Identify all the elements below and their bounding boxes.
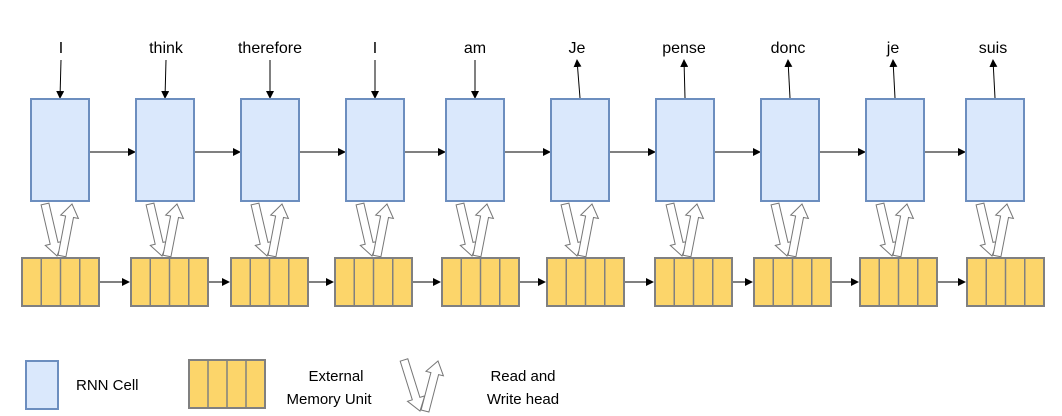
input-arrow-1 — [56, 59, 65, 99]
rnn-cell-1 — [30, 98, 90, 202]
legend-memory-label-line2: Memory Unit — [286, 391, 372, 408]
read-write-head-5 — [455, 202, 495, 258]
word-label-3: therefore — [238, 40, 302, 57]
output-arrow-10 — [989, 59, 998, 99]
legend-rnn-label: RNN Cell — [76, 377, 139, 394]
read-write-head-2 — [145, 202, 185, 258]
write-arrow-icon — [892, 203, 915, 258]
write-arrow-icon — [992, 203, 1015, 258]
write-arrow-icon — [57, 203, 80, 258]
legend-rw-label-line1: Read and — [490, 368, 555, 385]
legend-memory-label-line1: External — [308, 368, 363, 385]
memory-unit-6 — [546, 257, 625, 307]
word-label-6: Je — [569, 40, 586, 57]
write-arrow-icon — [472, 203, 495, 258]
rnn-cell-8 — [760, 98, 820, 202]
rnn-cell-7 — [655, 98, 715, 202]
diagram-nodes — [21, 98, 1045, 307]
output-arrow-9 — [889, 59, 898, 99]
read-write-head-6 — [560, 202, 600, 258]
word-label-5: am — [464, 40, 486, 57]
rnn-cell-10 — [965, 98, 1025, 202]
memory-unit-1 — [21, 257, 100, 307]
legend-rnn-swatch — [25, 360, 59, 410]
word-label-2: think — [149, 40, 184, 57]
rnn-cell-3 — [240, 98, 300, 202]
read-write-head-9 — [875, 202, 915, 258]
memory-unit-4 — [334, 257, 413, 307]
memory-unit-10 — [966, 257, 1045, 307]
write-arrow-icon — [267, 203, 290, 258]
connection-arrows — [40, 59, 1015, 286]
memory-unit-8 — [753, 257, 832, 307]
output-arrow-6 — [573, 59, 582, 99]
read-write-head-7 — [665, 202, 705, 258]
legend-rw-label-line2: Write head — [487, 391, 559, 408]
word-label-10: suis — [979, 40, 1007, 57]
write-arrow-icon — [787, 203, 810, 258]
read-write-head-4 — [355, 202, 395, 258]
memory-unit-5 — [441, 257, 520, 307]
word-label-7: pense — [662, 40, 706, 57]
rnn-cell-6 — [550, 98, 610, 202]
output-arrow-7 — [680, 59, 689, 99]
read-write-head-1 — [40, 202, 80, 258]
legend-write-arrow-icon — [420, 360, 445, 413]
rnn-cell-5 — [445, 98, 505, 202]
write-arrow-icon — [577, 203, 600, 258]
memory-unit-3 — [230, 257, 309, 307]
rnn-cell-2 — [135, 98, 195, 202]
word-label-4: I — [373, 40, 377, 57]
write-arrow-icon — [682, 203, 705, 258]
output-arrow-8 — [784, 59, 793, 99]
memory-unit-9 — [859, 257, 938, 307]
input-arrow-2 — [161, 59, 170, 99]
memory-unit-7 — [654, 257, 733, 307]
legend-memory-swatch — [188, 359, 266, 409]
memory-unit-2 — [130, 257, 209, 307]
read-write-head-3 — [250, 202, 290, 258]
rnn-cell-4 — [345, 98, 405, 202]
legend-rnn-cell: RNN Cell — [25, 360, 139, 410]
word-label-8: donc — [771, 40, 806, 57]
write-arrow-icon — [162, 203, 185, 258]
read-write-head-10 — [975, 202, 1015, 258]
rnn-cell-9 — [865, 98, 925, 202]
word-label-1: I — [59, 40, 63, 57]
read-write-head-8 — [770, 202, 810, 258]
write-arrow-icon — [372, 203, 395, 258]
legend-read-arrow-icon — [399, 358, 426, 412]
word-label-9: je — [886, 40, 900, 57]
